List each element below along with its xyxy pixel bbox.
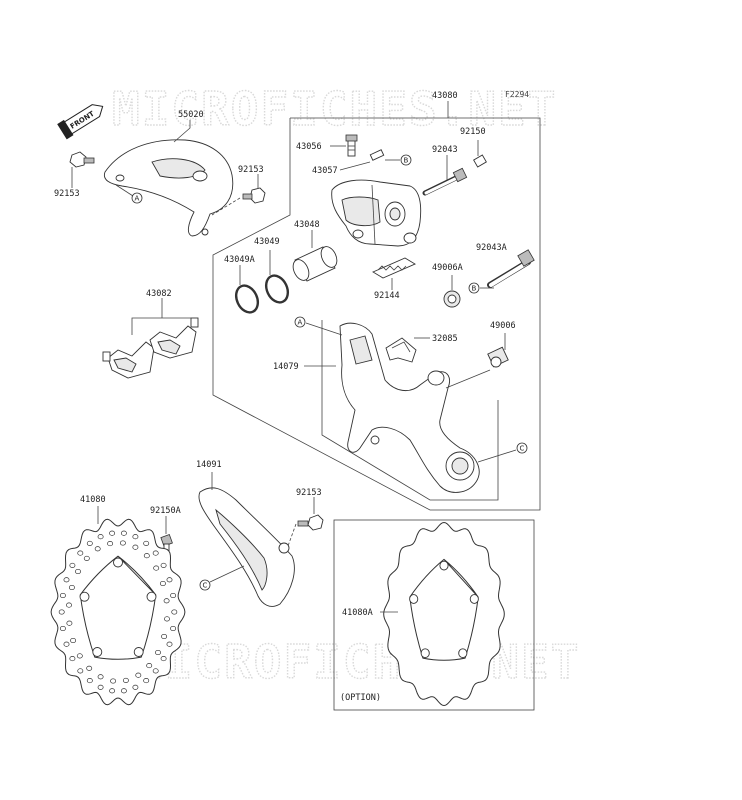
front-direction-icon: FRONT [57,104,104,140]
label-92043a: 92043A [476,243,507,253]
watermark-bottom: MICROFICHES.NET [135,635,580,689]
label-14091: 14091 [196,460,222,470]
spring-92144 [372,257,416,279]
clip-32085 [385,337,417,363]
label-92150: 92150 [460,127,486,137]
callout-b-right: B [472,285,477,293]
callout-b-top: B [404,157,409,165]
label-49006: 49006 [490,321,516,331]
boot-49006 [487,346,509,368]
cap-43057 [369,149,385,161]
brake-disc-41080a [383,521,505,707]
label-43049: 43049 [254,237,280,247]
brake-disc-41080 [50,518,186,706]
bolt-92150a [160,534,173,552]
label-43049a: 43049A [224,255,255,265]
callout-a-guard: A [135,195,140,203]
label-55020: 55020 [178,110,204,120]
piston-43048 [292,246,338,282]
bleed-valve-43056 [345,134,358,157]
callout-a-bracket: A [298,319,303,327]
caliper-body [331,179,422,247]
bolt-92153-left [69,151,95,168]
label-43056: 43056 [296,142,322,152]
caliper-assembly-box [212,117,541,511]
caliper-bracket-14079 [339,322,480,493]
label-43082: 43082 [146,289,172,299]
diagram-ref-code: F2294 [505,90,529,99]
option-box [333,519,535,711]
label-14079: 14079 [273,362,299,372]
watermark-top: MICROFICHES.NET [112,82,557,136]
boot-49006a [443,290,461,308]
label-41080a: 41080A [342,608,373,618]
pin-92043 [422,167,468,196]
plug-92150 [473,154,487,168]
label-49006a: 49006A [432,263,463,273]
pin-92043a [487,249,535,288]
label-92153-low: 92153 [296,488,322,498]
bolt-92153-low [297,514,324,531]
bracket-sub-box [321,320,499,501]
label-92043: 92043 [432,145,458,155]
label-41080: 41080 [80,495,106,505]
brake-pads-43082 [102,317,199,379]
disc-guard-14091 [198,487,295,607]
seal-43049a [234,284,260,314]
label-43057: 43057 [312,166,338,176]
label-32085: 32085 [432,334,458,344]
seal-43049 [264,274,290,304]
label-92153-mid: 92153 [238,165,264,175]
label-92150a: 92150A [150,506,181,516]
label-43048: 43048 [294,220,320,230]
bolt-92153-mid [242,187,266,204]
callout-c-guard: C [203,582,208,590]
callout-c-right: C [520,445,525,453]
caliper-guard-55020 [103,139,234,237]
label-92144: 92144 [374,291,400,301]
label-92153-left: 92153 [54,189,80,199]
option-label: (OPTION) [340,693,381,703]
label-43080: 43080 [432,91,458,101]
